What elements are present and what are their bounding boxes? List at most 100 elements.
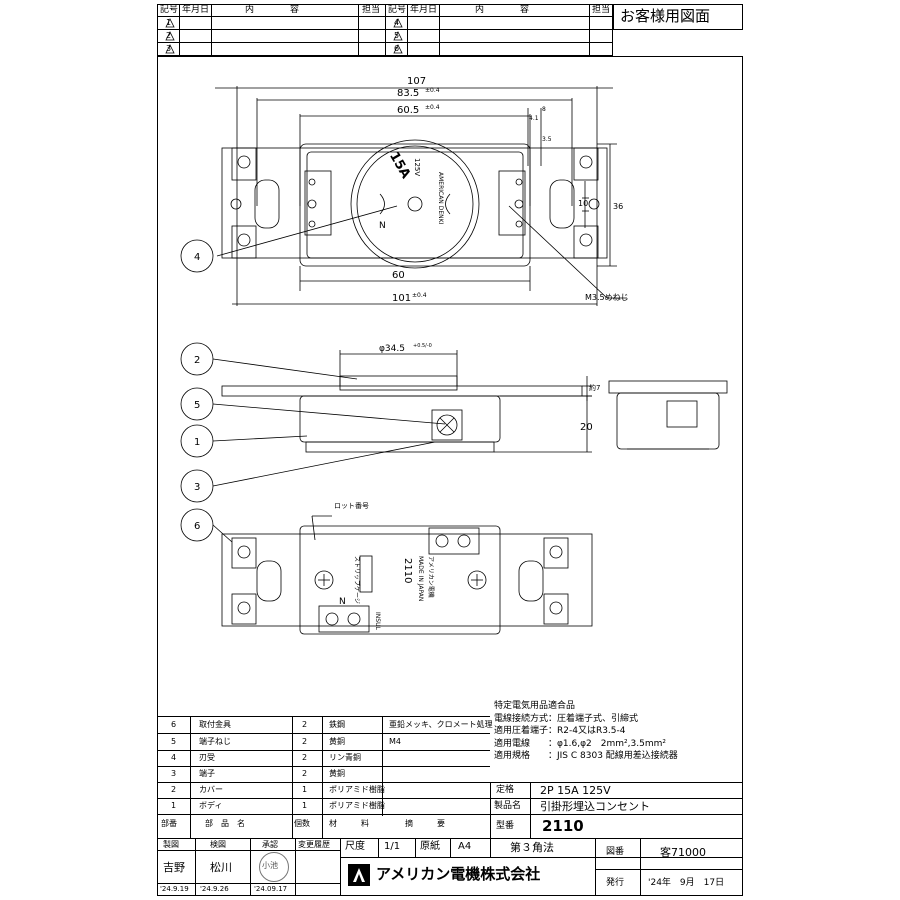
part-note: M4 bbox=[389, 737, 401, 746]
scale-value: 1/1 bbox=[384, 841, 401, 852]
part-name: カバー bbox=[199, 785, 223, 794]
product-name-value: 引掛形埋込コンセント bbox=[540, 800, 650, 813]
part-material: 黄銅 bbox=[329, 737, 345, 746]
drawing-border bbox=[157, 56, 743, 896]
projection: 第３角法 bbox=[510, 841, 554, 854]
model-value: 2110 bbox=[542, 817, 584, 835]
part-material: ポリアミド樹脂 bbox=[329, 785, 385, 794]
part-no: 5 bbox=[171, 737, 177, 746]
part-note: 亜鉛メッキ、クロメート処理 bbox=[389, 720, 493, 729]
parts-header-name: 部 品 名 bbox=[205, 819, 245, 828]
part-no: 4 bbox=[171, 753, 177, 762]
parts-header-material: 材 料 bbox=[329, 819, 369, 828]
company-logo-icon bbox=[348, 864, 370, 886]
part-qty: 2 bbox=[302, 720, 308, 729]
part-name: 取付金具 bbox=[199, 720, 231, 729]
face-voltage: 125V bbox=[413, 158, 421, 176]
face-rating: 15A bbox=[386, 150, 413, 182]
part-name: 刃受 bbox=[199, 753, 215, 762]
dim-10: 10 bbox=[578, 199, 588, 208]
dim-8: 8 bbox=[542, 106, 546, 113]
rating-value: 2P 15A 125V bbox=[540, 784, 611, 797]
approval-seal bbox=[259, 852, 289, 882]
part-material: 黄銅 bbox=[329, 769, 345, 778]
label-m35-screw: M3.5めねじ bbox=[585, 293, 629, 302]
issue-label: 発行 bbox=[606, 878, 625, 888]
parts-table bbox=[157, 716, 490, 839]
paper-label: 原紙 bbox=[420, 841, 440, 852]
part-material: ポリアミド樹脂 bbox=[329, 801, 385, 810]
spec-note: 適用圧着端子：R2-4又はR3.5-4 bbox=[494, 726, 626, 736]
revision-triangles-right bbox=[393, 18, 403, 54]
part-qty: 1 bbox=[302, 785, 308, 794]
rev-header-date-left: 年月日 bbox=[182, 5, 210, 15]
spec-note: 適用規格 ：JIS C 8303 配線用差込接続器 bbox=[494, 751, 678, 761]
part-name: 端子 bbox=[199, 769, 215, 778]
company-name: アメリカン電機株式会社 bbox=[376, 865, 541, 883]
rev-header-mark-right: 記号 bbox=[388, 5, 407, 15]
made-label: 製図 bbox=[163, 840, 179, 849]
callout-1: 1 bbox=[194, 437, 200, 448]
part-no: 1 bbox=[171, 801, 177, 810]
made-name: 吉野 bbox=[163, 861, 185, 874]
dim-dia-34-5-tol: +0.5/-0 bbox=[413, 343, 432, 349]
callout-4: 4 bbox=[194, 252, 200, 263]
part-qty: 1 bbox=[302, 801, 308, 810]
paper-value: A4 bbox=[458, 841, 472, 852]
dim-36: 36 bbox=[613, 202, 623, 211]
drawing-no-label: 図番 bbox=[606, 847, 625, 857]
dim-83-5-tol: ±0.4 bbox=[425, 87, 440, 94]
callout-3: 3 bbox=[194, 482, 200, 493]
part-material: 鉄鋼 bbox=[329, 720, 345, 729]
check-name: 松川 bbox=[210, 861, 232, 874]
face-n: N bbox=[379, 221, 386, 231]
dim-107: 107 bbox=[407, 76, 426, 87]
drawing-no-value: 客71000 bbox=[660, 846, 706, 859]
technical-drawing: 107 83.5 ±0.4 60.5 ±0.4 60 101 ±0.4 10 3… bbox=[180, 76, 728, 635]
dim-101-tol: ±0.4 bbox=[412, 292, 427, 299]
model-label: 型番 bbox=[496, 821, 515, 831]
bottom-maker: アメリカン電機 bbox=[427, 556, 435, 598]
bottom-strip-gauge: ストリップゲージ bbox=[353, 556, 361, 604]
check-label: 検図 bbox=[210, 840, 226, 849]
issue-date: '24年 9月 17日 bbox=[648, 878, 725, 888]
spec-note: 特定電気用品適合品 bbox=[494, 701, 576, 711]
parts-header-note: 摘 要 bbox=[405, 819, 445, 828]
bottom-n: N bbox=[339, 597, 346, 607]
spec-notes: 特定電気用品適合品 電線接続方式：圧着端子式、引締式 適用圧着端子：R2-4又は… bbox=[494, 700, 678, 763]
revision-triangles bbox=[165, 18, 175, 54]
made-date: '24.9.19 bbox=[160, 885, 189, 893]
parts-header-qty: 個数 bbox=[294, 819, 310, 828]
rev-header-content-right: 内 容 bbox=[475, 5, 530, 15]
callout-2: 2 bbox=[194, 355, 200, 366]
bottom-made: MADE IN JAPAN bbox=[417, 556, 424, 601]
part-no: 3 bbox=[171, 769, 177, 778]
part-name: 端子ねじ bbox=[199, 737, 231, 746]
dim-101: 101 bbox=[392, 293, 411, 304]
spec-note: 電線接続方式：圧着端子式、引締式 bbox=[494, 713, 639, 724]
face-brand: AMERICAN DENKI bbox=[437, 172, 444, 225]
scale-label: 尺度 bbox=[345, 841, 365, 852]
rev-header-mark-left: 記号 bbox=[160, 5, 179, 15]
part-qty: 2 bbox=[302, 753, 308, 762]
bottom-insul: INSUL bbox=[374, 612, 381, 630]
rev-header-content-left: 内 容 bbox=[245, 5, 300, 15]
part-name: ボディ bbox=[199, 801, 223, 810]
part-no: 2 bbox=[171, 785, 177, 794]
rev-header-charge-right: 担当 bbox=[592, 5, 611, 15]
rev-header-date-right: 年月日 bbox=[410, 5, 438, 15]
approve-label: 承認 bbox=[262, 840, 278, 849]
dim-dia-34-5: φ34.5 bbox=[379, 344, 405, 354]
part-qty: 2 bbox=[302, 737, 308, 746]
dim-about-7: 約7 bbox=[589, 383, 600, 392]
callout-6: 6 bbox=[194, 521, 200, 532]
dim-60-5: 60.5 bbox=[397, 105, 419, 116]
callout-5: 5 bbox=[194, 400, 200, 411]
label-lot-number: ロット番号 bbox=[334, 502, 369, 510]
part-no: 6 bbox=[171, 720, 177, 729]
dim-20: 20 bbox=[580, 422, 593, 433]
approve-date: '24.09.17 bbox=[254, 885, 288, 893]
spec-note: 適用電線 ：φ1.6,φ2 2mm²,3.5mm² bbox=[494, 738, 666, 749]
customer-drawing-label: お客様用図面 bbox=[620, 7, 711, 25]
part-material: リン青銅 bbox=[329, 753, 361, 762]
